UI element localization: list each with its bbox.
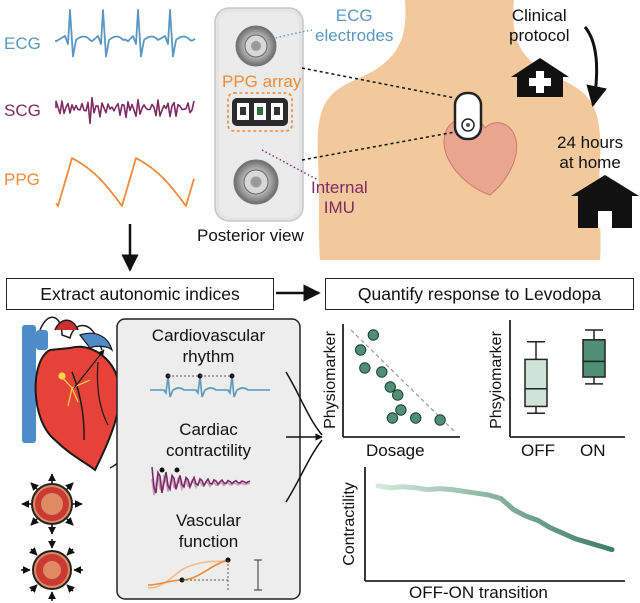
scatter-point-6 (395, 404, 407, 416)
quantify-response-label: Quantify response to Levodopa (357, 283, 602, 304)
scatter-point-3 (376, 366, 388, 378)
posterior-view-caption: Posterior view (197, 226, 304, 245)
box-ylabel: Phsyiomarker (488, 331, 505, 429)
clinic-icon (511, 58, 569, 97)
scg-label: SCG (4, 101, 41, 120)
rhythm-mini-plot (150, 373, 270, 398)
box-on-label: ON (580, 441, 606, 460)
scatter-xlabel: Dosage (366, 441, 425, 460)
ppg-sensor-array (227, 92, 293, 132)
ppg-label: PPG (4, 170, 40, 189)
scatter-point-8 (410, 412, 422, 424)
vessel-constriction-icon (21, 539, 83, 601)
home-label: 24 hours at home (557, 133, 624, 173)
scatter-point-9 (434, 414, 446, 426)
line-chart (364, 467, 625, 582)
internal-imu-label: Internal IMU (311, 178, 368, 218)
scg-waveform (55, 96, 195, 125)
indices-panel (116, 318, 301, 600)
contractility-peak-2 (174, 467, 180, 473)
scatter-chart (342, 324, 460, 438)
extract-indices-box: Extract autonomic indices (6, 278, 274, 310)
clinical-protocol-label: Clinical protocol (509, 6, 570, 46)
top-electrode (235, 25, 277, 67)
ecg-waveform (55, 9, 196, 58)
ecg-label: ECG (4, 34, 41, 53)
ppg-array-label: PPG array (222, 72, 302, 91)
scatter-point-7 (386, 412, 399, 424)
heart-illustration (22, 316, 125, 472)
rhythm-mini-trace (150, 375, 270, 398)
box-off (524, 358, 548, 408)
box-chart (509, 320, 625, 438)
ppg-trace (55, 157, 195, 207)
ecg-electrodes-label: ECG electrodes (315, 6, 394, 46)
vascular-label: Vascular function (176, 511, 241, 552)
vessel-dilation-icon (21, 473, 83, 535)
wearable-device (214, 7, 319, 222)
scg-trace (55, 96, 195, 125)
rhythm-peak-2 (229, 373, 235, 379)
bottom-electrode (233, 159, 279, 205)
contractility-label: Cardiac contractility (165, 420, 252, 461)
contractility-peak-1 (159, 467, 165, 473)
line-xlabel: OFF-ON transition (409, 583, 548, 602)
quantify-response-box: Quantify response to Levodopa (325, 278, 634, 310)
scatter-point-5 (392, 389, 404, 401)
chest-device (453, 91, 483, 141)
contractility-mini-plot (151, 467, 251, 496)
home-icon (571, 175, 639, 228)
rhythm-label: Cardiovascular rhythm (151, 326, 266, 367)
scatter-point-4 (384, 381, 396, 393)
contractility-series-line (375, 483, 615, 553)
contractility-trace-faded (151, 474, 251, 496)
extract-indices-label: Extract autonomic indices (40, 283, 240, 304)
box-on (582, 339, 606, 378)
arrow-from-rhythm (285, 371, 323, 436)
box-off-label: OFF (521, 441, 555, 460)
line-ylabel: Contractility (341, 482, 358, 566)
scatter-point-2 (359, 362, 371, 374)
scatter-ylabel: Physiomarker (322, 331, 339, 429)
vascular-trace-faded (147, 560, 231, 589)
ppg-waveform (55, 157, 195, 207)
protocol-arrow (583, 26, 607, 108)
vascular-mini-plot (147, 557, 262, 592)
arrow-from-vascular (285, 439, 323, 503)
scatter-point-1 (367, 329, 380, 341)
scatter-point-0 (354, 344, 367, 356)
contractility-trace (151, 467, 251, 494)
ecg-trace (55, 9, 196, 58)
